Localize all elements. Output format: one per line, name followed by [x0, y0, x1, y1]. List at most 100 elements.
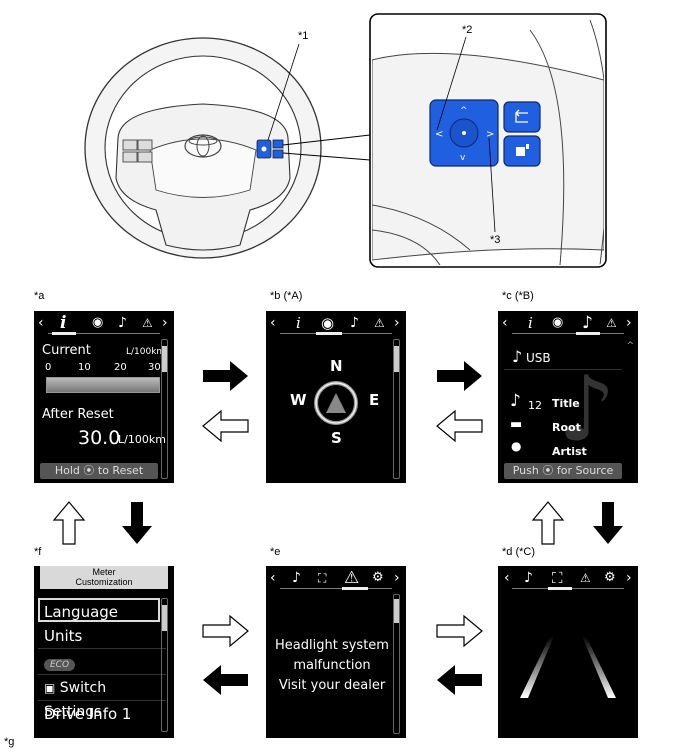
chevron-right-icon: ›	[162, 315, 168, 331]
steering-wheel-illustration: ^ v < >	[84, 13, 607, 268]
music-background-icon: ♪	[558, 357, 616, 462]
scale-tick-label: 20	[114, 362, 127, 373]
customization-header: Meter Customization	[40, 566, 168, 589]
fuel-economy-bar	[46, 377, 160, 393]
scrollbar	[161, 598, 168, 732]
chevron-left-icon: ‹	[504, 570, 510, 586]
chevron-left-icon: ‹	[38, 315, 44, 331]
compass-east: E	[369, 391, 380, 409]
compass-west: W	[290, 391, 307, 409]
scale-tick-label: 10	[78, 362, 91, 373]
info-icon: i	[60, 313, 67, 333]
unit-label: L/100km	[126, 347, 166, 357]
footer-text: Push	[512, 464, 539, 477]
panel-label-f: *f	[34, 546, 42, 558]
track-number: 12	[528, 399, 542, 412]
header-line: Customization	[75, 577, 133, 587]
warning-icon: ⚠	[142, 316, 153, 330]
warning-icon: ⚠	[344, 568, 360, 588]
switch-settings-icon: ▣	[44, 681, 56, 695]
compass-south: S	[331, 429, 342, 447]
message-line: Visit your dealer	[278, 678, 386, 693]
left-switch-cluster	[122, 139, 153, 163]
scrollbar	[393, 339, 400, 479]
after-reset-value: 30.0	[78, 427, 121, 449]
header-line: Meter	[92, 567, 116, 577]
switch-center-icon: ⦿	[83, 464, 95, 477]
svg-text:v: v	[460, 153, 466, 163]
current-label: Current	[42, 343, 91, 358]
navigation-arrows	[52, 361, 623, 695]
chevron-left-icon: ‹	[270, 570, 276, 586]
info-icon: i	[528, 314, 533, 332]
meter-control-switch-large: ^ v < >	[429, 99, 541, 167]
callout-3: *3	[490, 234, 501, 246]
scrollbar	[161, 339, 168, 479]
compass-dial	[314, 381, 358, 425]
arrow-up-outline	[52, 501, 86, 545]
screen-trip-info: ‹ i ◉ ♪ ⚠ › Current L/100km 0 10 20 30 A…	[34, 311, 174, 483]
arrow-left-filled	[203, 665, 248, 695]
menu-item-drive-info[interactable]: Drive Info 1	[38, 702, 166, 726]
meter-control-switch-small	[256, 139, 284, 159]
eco-badge: ECO	[44, 659, 76, 671]
callout-1: *1	[298, 30, 309, 42]
settings-gear-icon: ⚙	[372, 570, 384, 585]
panel-label-c: *c (*B)	[502, 290, 534, 302]
menu-item-language[interactable]: Language	[38, 598, 160, 622]
arrow-left-filled	[437, 665, 482, 695]
screen-audio: ‹ i ◉ ♪ ⚠ › ♪ ♪ USB ♪ 12 Title ▬ Root ● …	[498, 311, 638, 483]
svg-text:>: >	[486, 129, 494, 140]
scale-tick-label: 30	[148, 362, 161, 373]
warning-icon: ⚠	[374, 316, 385, 330]
artist-icon: ●	[511, 439, 522, 453]
hold-to-reset-bar: Hold ⦿ to Reset	[40, 463, 158, 479]
scroll-up-arrow: ^	[626, 341, 634, 351]
chevron-left-icon: ‹	[270, 315, 276, 331]
footer-text: to Reset	[97, 464, 144, 477]
compass-north: N	[330, 357, 343, 375]
music-note-icon: ♪	[512, 347, 523, 366]
footer-text: Hold	[54, 464, 80, 477]
source-label: USB	[526, 351, 551, 365]
warning-icon: ⚠	[606, 316, 617, 330]
after-reset-unit: L/100km	[118, 433, 166, 446]
music-note-icon: ♪	[292, 570, 301, 586]
menu-item-eco[interactable]: ECO	[38, 650, 166, 675]
artist-name: Artist	[552, 445, 587, 458]
push-for-source-bar: Push ⦿ for Source	[504, 463, 622, 479]
info-icon: i	[296, 314, 301, 332]
arrow-right-filled	[437, 361, 482, 391]
menu-item-label: Language	[44, 603, 119, 621]
screen-compass: ‹ i ◉ ♪ ⚠ › N S E W	[266, 311, 406, 483]
chevron-right-icon: ›	[626, 315, 632, 331]
arrow-left-outline	[436, 409, 483, 443]
music-note-icon: ♪	[350, 315, 359, 331]
warning-icon: ⚠	[580, 571, 591, 585]
chevron-right-icon: ›	[626, 570, 632, 586]
panel-label-g: *g	[4, 736, 15, 748]
menu-item-label: Switch Settings	[44, 680, 107, 720]
chevron-right-icon: ›	[394, 570, 400, 586]
panel-label-e: *e	[270, 546, 281, 558]
chevron-left-icon: ‹	[502, 315, 508, 331]
music-note-icon: ♪	[118, 315, 127, 331]
arrow-right-outline	[202, 614, 249, 648]
settings-gear-icon: ⚙	[604, 570, 616, 585]
svg-text:<: <	[435, 129, 443, 140]
tab-bar: ‹ i ◉ ♪ ⚠ ›	[266, 311, 406, 335]
arrow-right-outline	[436, 614, 483, 648]
screen-meter-customization: Meter Customization Language Units ECO ▣…	[34, 566, 174, 738]
panel-label-d: *d (*C)	[502, 546, 536, 558]
message-line: Headlight system	[275, 638, 389, 653]
menu-item-units[interactable]: Units	[38, 624, 166, 649]
arrow-up-outline	[531, 501, 565, 545]
tab-bar: ‹ ♪ ⛶ ⚠ ⚙ ›	[266, 566, 406, 590]
music-note-icon: ♪	[524, 570, 533, 586]
logo-icon	[184, 134, 222, 158]
scale-tick-label: 0	[45, 362, 52, 373]
screen-driver-assist: ‹ ♪ ⛶ ⚠ ⚙ ›	[498, 566, 638, 738]
svg-text:^: ^	[460, 106, 468, 116]
arrow-right-filled	[203, 361, 248, 391]
menu-item-switch-settings[interactable]: ▣ Switch Settings	[38, 676, 166, 720]
